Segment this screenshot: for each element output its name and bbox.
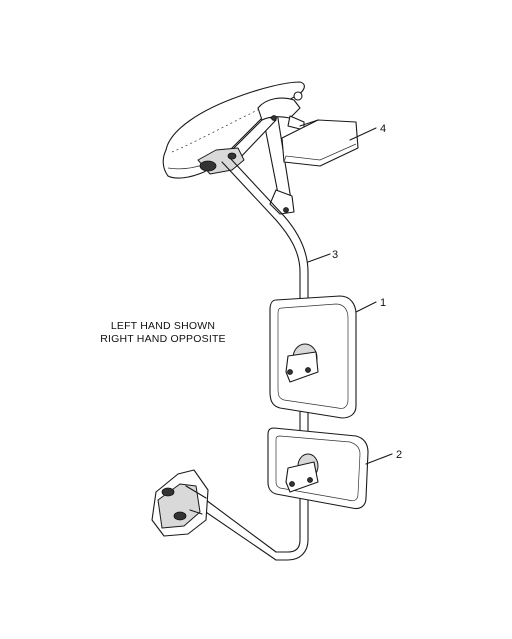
orientation-note: LEFT HAND SHOWN RIGHT HAND OPPOSITE [78,320,248,346]
item-2-lower-mirror [267,427,369,510]
callout-leaders [307,127,393,465]
item-1-upper-mirror [269,295,357,419]
callout-2: 2 [396,449,402,461]
item-3-support-tube [199,157,309,561]
callout-1: 1 [380,297,386,309]
note-line-2: RIGHT HAND OPPOSITE [100,333,226,345]
item-4-mount-pad [281,119,359,167]
callout-3: 3 [332,249,338,261]
arm-clamp [197,147,245,175]
note-line-1: LEFT HAND SHOWN [110,320,216,332]
lower-mount-base [151,469,209,537]
callout-4: 4 [380,123,386,135]
